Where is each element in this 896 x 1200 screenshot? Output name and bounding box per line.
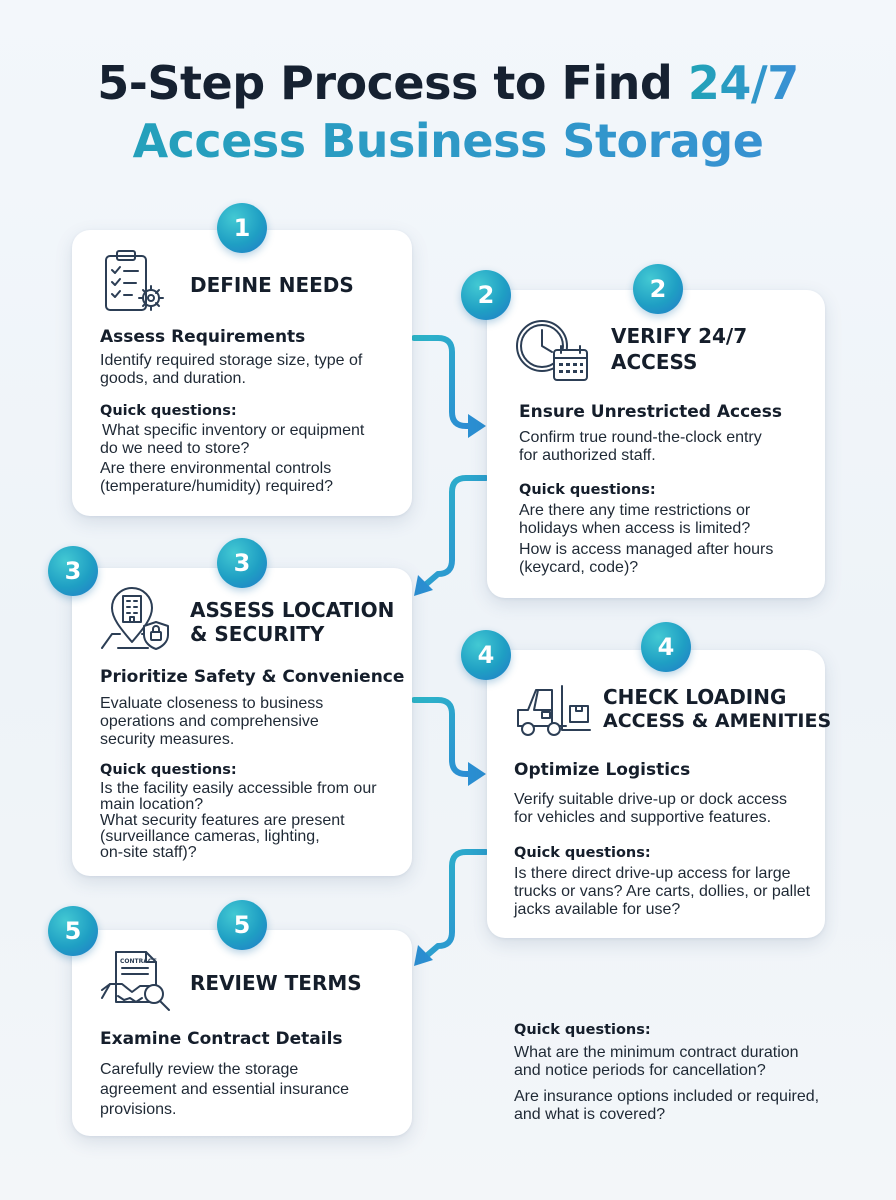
arrowhead-2	[414, 575, 433, 596]
step-5-card	[72, 930, 412, 1136]
step-3-card	[72, 568, 412, 876]
step-5-number: 5	[233, 911, 251, 939]
arrowhead-3	[468, 762, 486, 786]
step-2-desc-line-2: for authorized staff.	[519, 447, 656, 464]
step-4-desc-line-2: for vehicles and supportive features.	[514, 809, 772, 826]
step-3-title-line-2: & SECURITY	[190, 622, 325, 646]
step-2-q2-line-1: How is access managed after hours	[519, 541, 774, 558]
step-4-q1-line-3: jacks available for use?	[514, 901, 681, 918]
step-3-badge-outer: 3	[48, 546, 98, 596]
step-4-number: 4	[657, 633, 675, 661]
arrowhead-1	[468, 414, 486, 438]
arrow-1-to-2	[411, 335, 477, 429]
step-3-questions-label: Quick questions:	[100, 762, 237, 778]
step-5-q2-line-2: and what is covered?	[514, 1106, 666, 1123]
step-2-q1-line-2: holidays when access is limited?	[519, 520, 751, 537]
contract-handshake-icon: CONTRACT	[101, 951, 170, 1011]
title-line-2: Access Business Storage	[0, 112, 896, 170]
step-4-card	[487, 650, 825, 938]
step-4-title-line-2: ACCESS & AMENITIES	[603, 710, 832, 732]
step-4-title-line-1: CHECK LOADING	[603, 685, 787, 709]
step-3-subheading: Prioritize Safety & Convenience	[100, 667, 405, 687]
step-5-subheading: Examine Contract Details	[100, 1029, 343, 1049]
title-accent-24-7: 24/7	[687, 56, 799, 110]
step-3-title-line-1: ASSESS LOCATION	[190, 598, 395, 622]
arrow-2-to-3	[421, 475, 489, 589]
step-5-badge-outer: 5	[48, 906, 98, 956]
step-3-q1-line-1: Is the facility easily accessible from o…	[100, 780, 377, 797]
step-3-desc-line-2: operations and comprehensive	[100, 713, 319, 730]
step-2-q2-line-2: (keycard, code)?	[519, 559, 639, 576]
step-2-q1-line-1: Are there any time restrictions or	[519, 502, 751, 519]
step-4-badge: 4	[641, 622, 691, 672]
step-2-number-outer: 2	[477, 281, 495, 309]
forklift-icon	[517, 685, 591, 736]
step-5-number-outer: 5	[64, 917, 82, 945]
step-3-desc-line-1: Evaluate closeness to business	[100, 695, 324, 712]
step-3-number-outer: 3	[64, 557, 82, 585]
step-1-subheading: Assess Requirements	[100, 327, 306, 347]
step-2-title-line-2: ACCESS	[611, 350, 698, 374]
step-5-badge: 5	[217, 900, 267, 950]
step-3-q2-line-2: (surveillance cameras, lighting,	[100, 828, 320, 845]
page-title: 5-Step Process to Find 24/7 Access Busin…	[0, 54, 896, 170]
location-building-lock-icon	[101, 587, 169, 650]
arrow-4-to-5	[421, 849, 489, 961]
step-3-desc-line-3: security measures.	[100, 731, 235, 748]
contract-icon-label: CONTRACT	[120, 958, 157, 965]
title-prefix: 5-Step Process to Find	[97, 56, 688, 110]
step-2-desc-line-1: Confirm true round-the-clock entry	[519, 429, 762, 446]
step-5-desc-line-1: Carefully review the storage	[100, 1061, 299, 1078]
step-2-questions-label: Quick questions:	[519, 482, 656, 498]
step-2-number: 2	[649, 275, 667, 303]
step-4-number-outer: 4	[477, 641, 495, 669]
step-4-questions-label: Quick questions:	[514, 845, 651, 861]
step-1-questions-label: Quick questions:	[100, 403, 237, 419]
step-3-q1-line-2: main location?	[100, 796, 204, 813]
step-3-q2-line-1: What security features are present	[100, 812, 345, 829]
step-1-desc-line-1: Identify required storage size, type of	[100, 352, 363, 369]
step-5-q1-line-2: and notice periods for cancellation?	[514, 1062, 766, 1079]
step-2-card	[487, 290, 825, 598]
arrow-3-to-4	[411, 697, 477, 777]
step-5-questions-label: Quick questions:	[514, 1022, 651, 1038]
step-2-badge-outer: 2	[461, 270, 511, 320]
step-5-q1-line-1: What are the minimum contract duration	[514, 1044, 799, 1061]
step-5-q2-line-1: Are insurance options included or requir…	[514, 1088, 820, 1105]
step-3-number: 3	[233, 549, 251, 577]
step-1-desc-line-2: goods, and duration.	[100, 370, 246, 387]
step-4-badge-outer: 4	[461, 630, 511, 680]
step-2-badge: 2	[633, 264, 683, 314]
step-3-badge: 3	[217, 538, 267, 588]
arrowhead-4	[414, 945, 433, 966]
step-1-q1-line-1: What specific inventory or equipment	[102, 422, 365, 439]
step-5-desc-line-3: provisions.	[100, 1101, 177, 1118]
title-line-1: 5-Step Process to Find 24/7	[0, 54, 896, 112]
step-5-title: REVIEW TERMS	[190, 971, 362, 995]
clipboard-gear-icon	[105, 250, 164, 311]
step-4-subheading: Optimize Logistics	[514, 760, 691, 780]
step-2-title-line-1: VERIFY 24/7	[611, 324, 748, 348]
step-3-q2-line-3: on-site staff)?	[100, 844, 197, 861]
step-1-q2-line-2: (temperature/humidity) required?	[100, 478, 333, 495]
step-1-card	[72, 230, 412, 516]
step-4-q1-line-1: Is there direct drive-up access for larg…	[514, 865, 791, 882]
step-2-subheading: Ensure Unrestricted Access	[519, 402, 782, 422]
step-1-title: DEFINE NEEDS	[190, 273, 354, 297]
step-4-q1-line-2: trucks or vans? Are carts, dollies, or p…	[514, 883, 811, 900]
step-1-number: 1	[233, 214, 251, 242]
step-5-desc-line-2: agreement and essential insurance	[100, 1081, 350, 1098]
step-1-q2-line-1: Are there environmental controls	[100, 460, 332, 477]
step-1-badge: 1	[217, 203, 267, 253]
step-4-desc-line-1: Verify suitable drive-up or dock access	[514, 791, 788, 808]
clock-calendar-icon	[516, 320, 588, 381]
step-1-q1-line-2: do we need to store?	[100, 440, 250, 457]
